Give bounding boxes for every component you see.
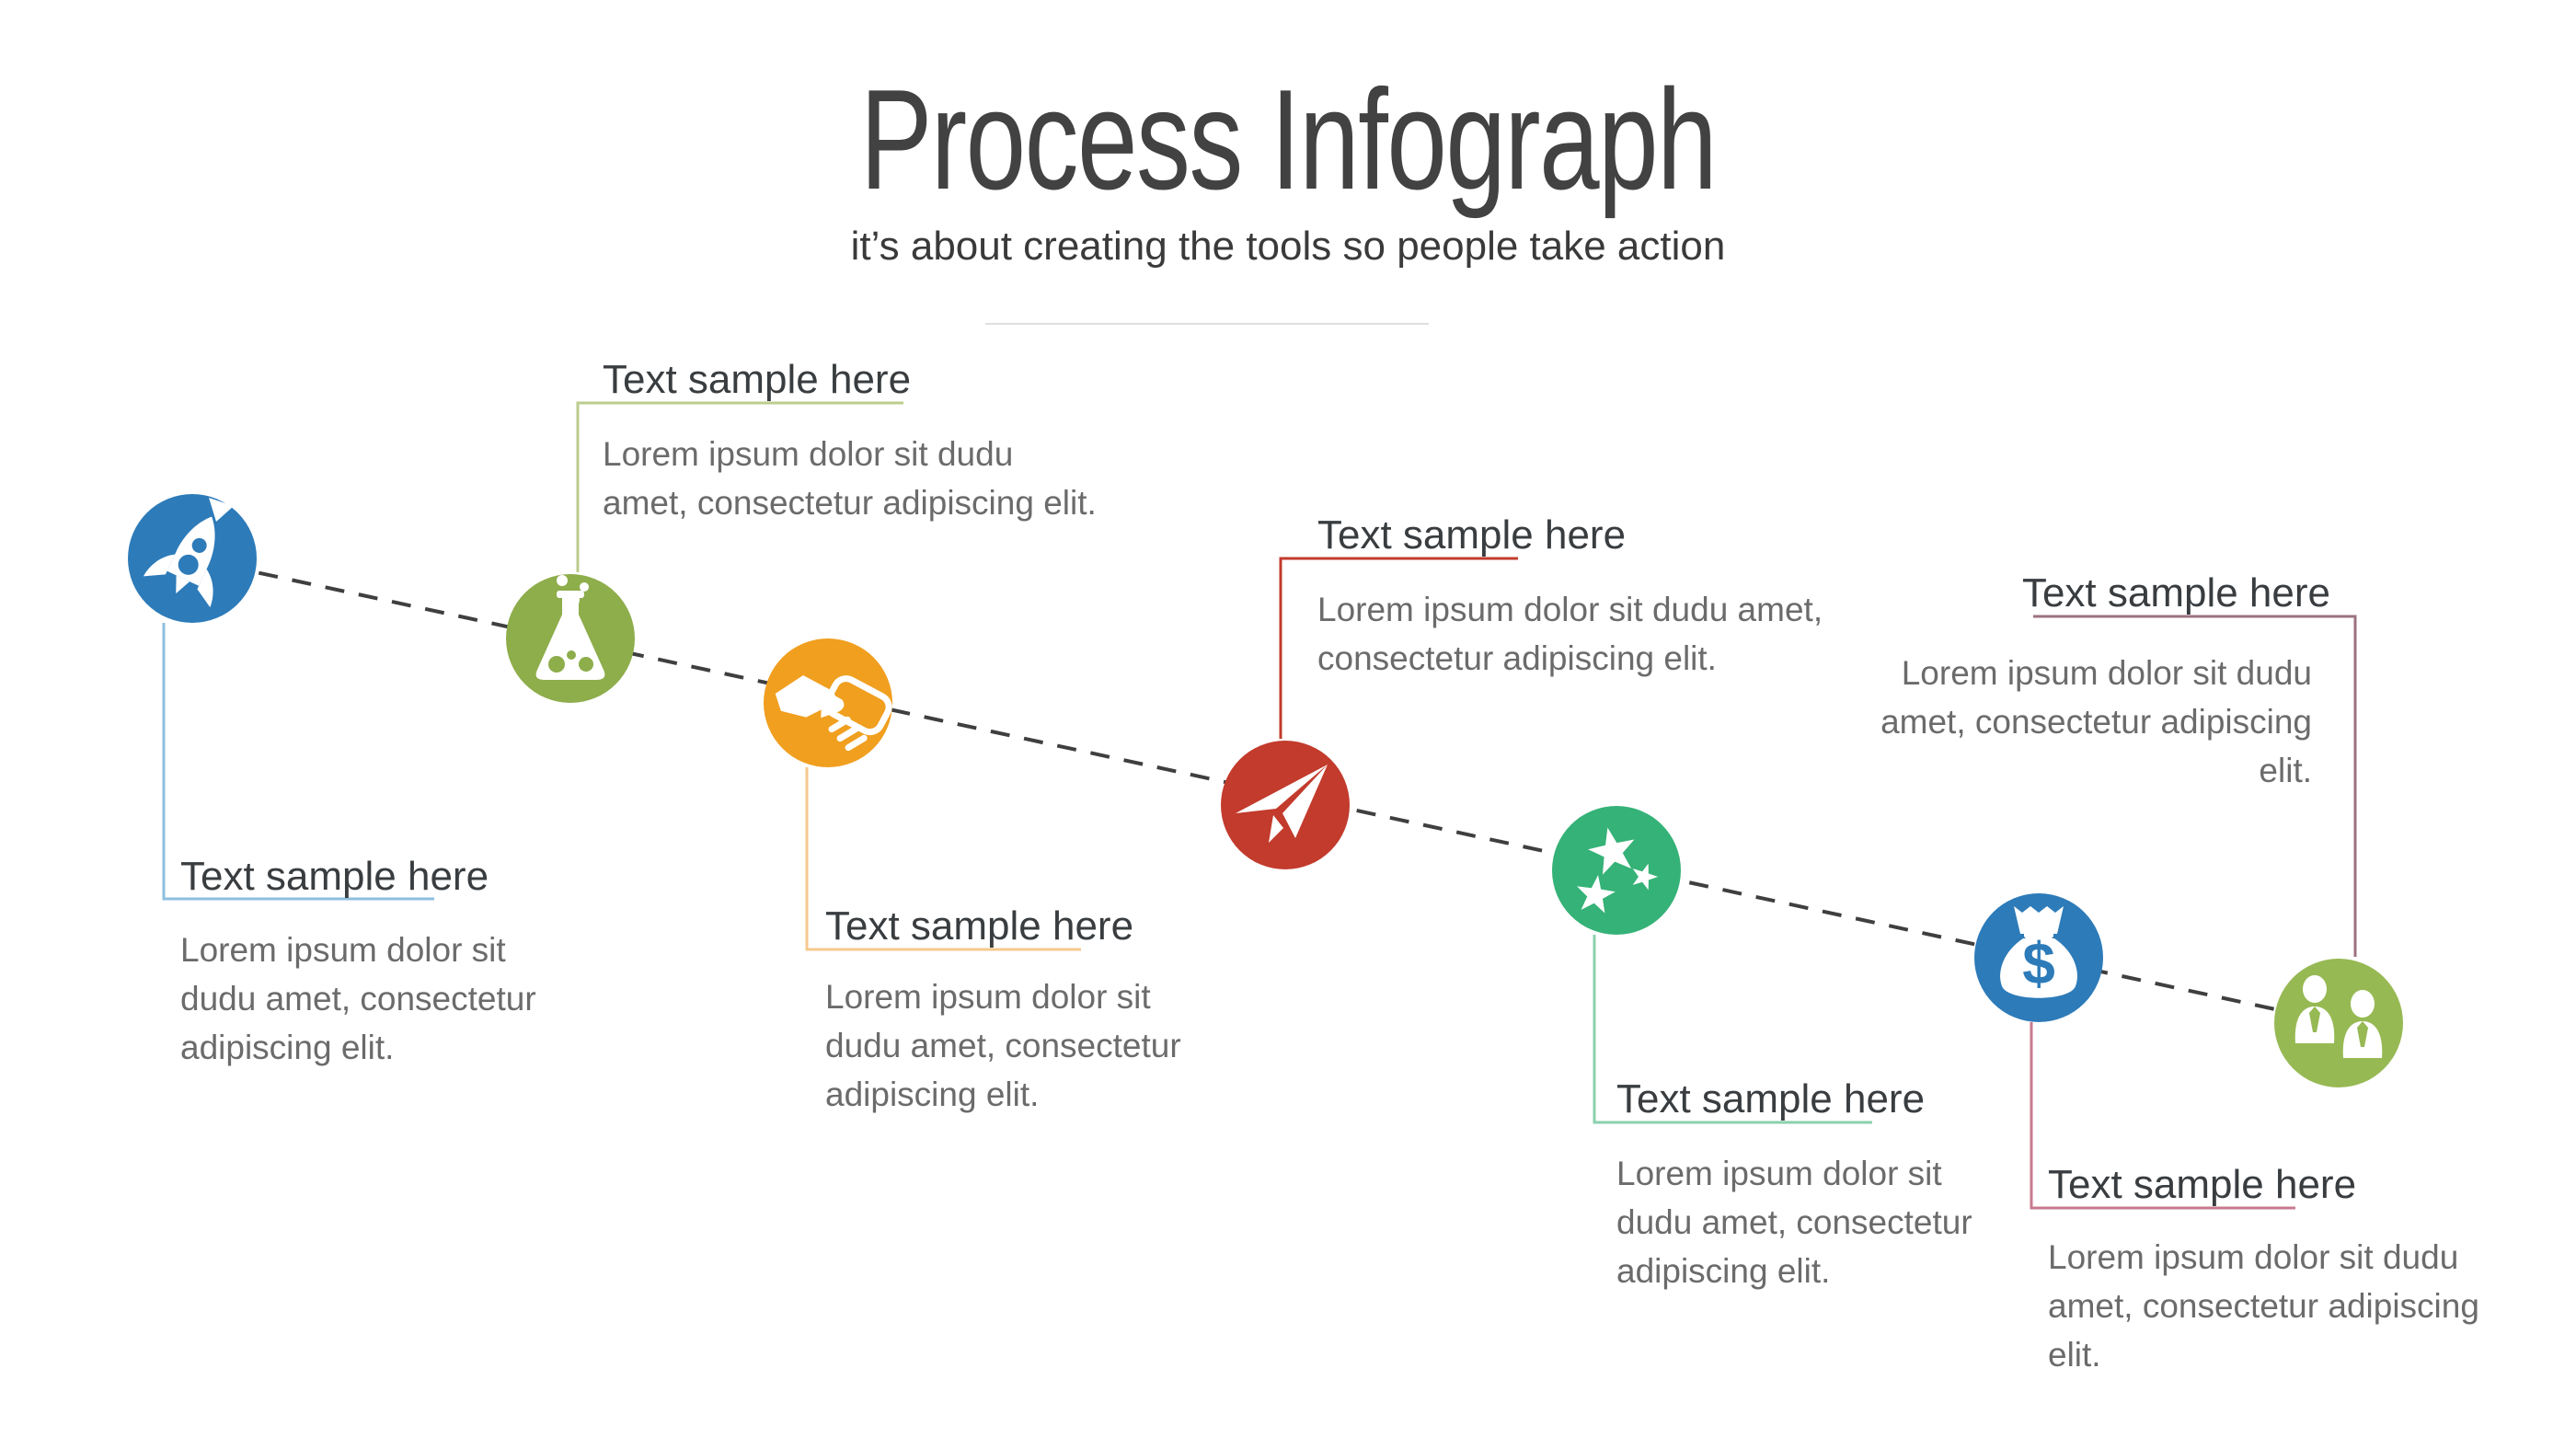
connector-money-bag-label <box>2030 1022 2295 1210</box>
slide-subtitle: it’s about creating the tools so people … <box>850 224 1726 269</box>
connector-people-label <box>2033 615 2357 957</box>
step-node-launch <box>128 494 257 623</box>
step-body-stars: Lorem ipsum dolor sit dudu amet, consect… <box>1616 1155 1972 1290</box>
connector-rocket-label <box>162 623 434 901</box>
step-body-money-bag: Lorem ipsum dolor sit dudu amet, consect… <box>2048 1238 2479 1374</box>
step-node-partnership <box>764 638 892 767</box>
dollar-glyph: $ <box>2022 930 2055 996</box>
handshake-icon <box>775 675 892 752</box>
people-icon <box>2294 975 2383 1058</box>
step-circle <box>1552 806 1681 935</box>
step-circle <box>2274 959 2403 1087</box>
step-heading-paper-plane: Text sample here <box>1317 512 1627 558</box>
step-body-paper-plane: Lorem ipsum dolor sit dudu amet, consect… <box>1317 591 1823 677</box>
connector-flask-label <box>576 401 903 572</box>
step-heading-money-bag: Text sample here <box>2048 1162 2357 1207</box>
step-node-send <box>1221 741 1350 869</box>
connector-stars-label <box>1593 935 1872 1124</box>
step-heading-rocket: Text sample here <box>180 854 489 899</box>
money-bag-icon: $ <box>2000 906 2077 998</box>
connector-handshake-label <box>805 767 1081 951</box>
step-heading-people: Text sample here <box>2021 570 2330 615</box>
step-heading-handshake: Text sample here <box>825 903 1134 949</box>
step-body-people: Lorem ipsum dolor sit dudu amet, consect… <box>1880 654 2312 789</box>
slide-title: Process Infograph <box>0 66 2576 213</box>
step-circle <box>1221 741 1350 869</box>
step-node-experiment <box>506 574 635 703</box>
step-heading-flask: Text sample here <box>603 357 912 402</box>
subtitle-divider-line <box>985 323 1429 325</box>
step-heading-stars: Text sample here <box>1616 1076 1926 1121</box>
step-node-funding: $ <box>1974 893 2103 1022</box>
step-body-handshake: Lorem ipsum dolor sit dudu amet, consect… <box>825 978 1181 1113</box>
flask-icon <box>535 575 605 680</box>
connector-paper-plane-label <box>1279 557 1518 739</box>
step-body-flask: Lorem ipsum dolor sit dudu amet, consect… <box>603 435 1097 522</box>
step-node-rating <box>1552 806 1681 935</box>
slide-title-text: Process Infograph <box>859 60 1718 219</box>
step-node-team <box>2274 959 2403 1087</box>
rocket-icon <box>143 498 234 608</box>
step-body-rocket: Lorem ipsum dolor sit dudu amet, consect… <box>180 931 536 1066</box>
paper-plane-icon <box>1236 765 1328 843</box>
